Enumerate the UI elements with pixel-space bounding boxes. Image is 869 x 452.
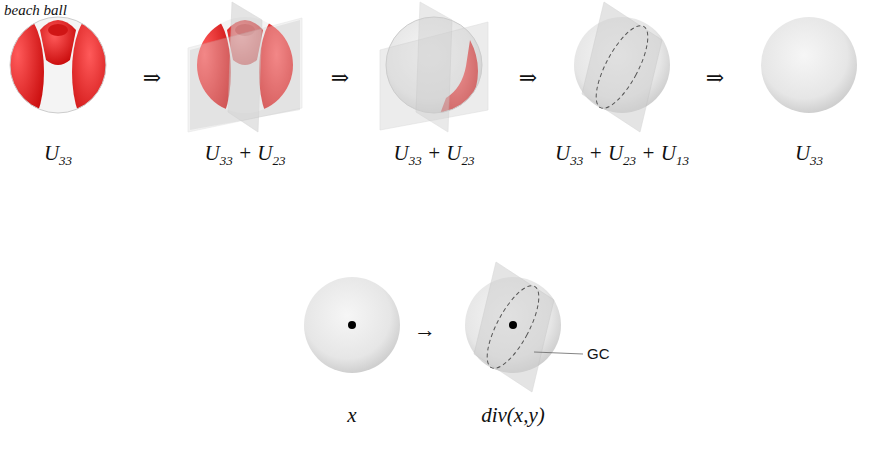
callout-label: GC <box>587 346 610 363</box>
implies-arrow: ⇒ <box>331 66 349 90</box>
formula-label: U33 + U23 + U13 <box>555 142 689 168</box>
sphere-with-point <box>304 277 400 373</box>
beach-ball-with-planes <box>187 2 303 132</box>
formula-label: U33 <box>795 142 823 168</box>
function-label: div(x,y) <box>481 404 545 427</box>
caption-text: beach ball <box>4 2 67 19</box>
plain-sphere <box>761 17 857 113</box>
beach-ball <box>0 14 116 130</box>
translucent-sphere-band <box>380 2 488 132</box>
sphere-great-circle <box>574 2 670 132</box>
sphere-with-division <box>465 262 583 392</box>
implies-arrow: ⇒ <box>143 66 161 90</box>
map-arrow: → <box>414 318 436 342</box>
formula-label: U33 + U23 <box>393 142 474 168</box>
formula-label: U33 <box>44 142 72 168</box>
leader-line <box>534 352 583 354</box>
implies-arrow: ⇒ <box>706 66 724 90</box>
variable-label: x <box>347 404 356 427</box>
formula-label: U33 + U23 <box>204 142 285 168</box>
implies-arrow: ⇒ <box>519 66 537 90</box>
